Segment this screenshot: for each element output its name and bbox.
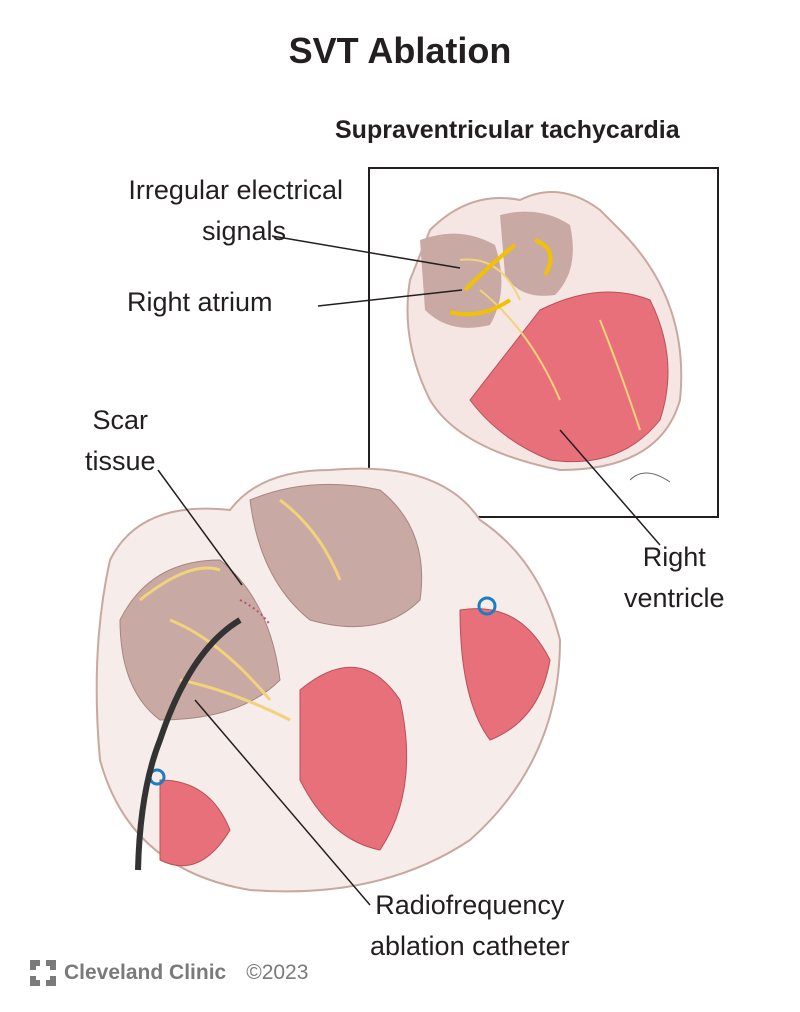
inset-heart bbox=[406, 191, 683, 483]
scar-tissue-mark bbox=[239, 599, 271, 626]
footer-brand: Cleveland Clinic bbox=[64, 961, 227, 984]
leader-lines bbox=[157, 235, 661, 906]
catheter bbox=[135, 617, 242, 871]
label-line: Right bbox=[642, 542, 706, 572]
cleveland-clinic-logo-icon bbox=[30, 960, 56, 986]
label-line: signals bbox=[202, 216, 287, 246]
footer-copyright: ©2023 bbox=[246, 961, 309, 984]
label-line: ablation catheter bbox=[370, 931, 570, 961]
label-right-atrium: Right atrium bbox=[127, 287, 273, 317]
label-line: ventricle bbox=[624, 583, 725, 613]
main-heart bbox=[95, 467, 562, 893]
label-line: Radiofrequency bbox=[375, 890, 565, 920]
label-scar-tissue: Scar tissue bbox=[85, 400, 156, 482]
label-line: tissue bbox=[85, 446, 156, 476]
inset-title: Supraventricular tachycardia bbox=[335, 116, 680, 144]
label-right-ventricle: Right ventricle bbox=[624, 537, 725, 619]
label-irregular-signals: Irregular electrical signals bbox=[85, 170, 343, 252]
footer: Cleveland Clinic ©2023 bbox=[30, 960, 308, 986]
label-catheter: Radiofrequency ablation catheter bbox=[370, 885, 570, 967]
label-line: Irregular electrical bbox=[128, 175, 343, 205]
signal-arrow bbox=[463, 243, 517, 292]
label-line: Scar bbox=[92, 405, 149, 435]
signature bbox=[629, 472, 671, 483]
page-title: SVT Ablation bbox=[288, 30, 512, 71]
